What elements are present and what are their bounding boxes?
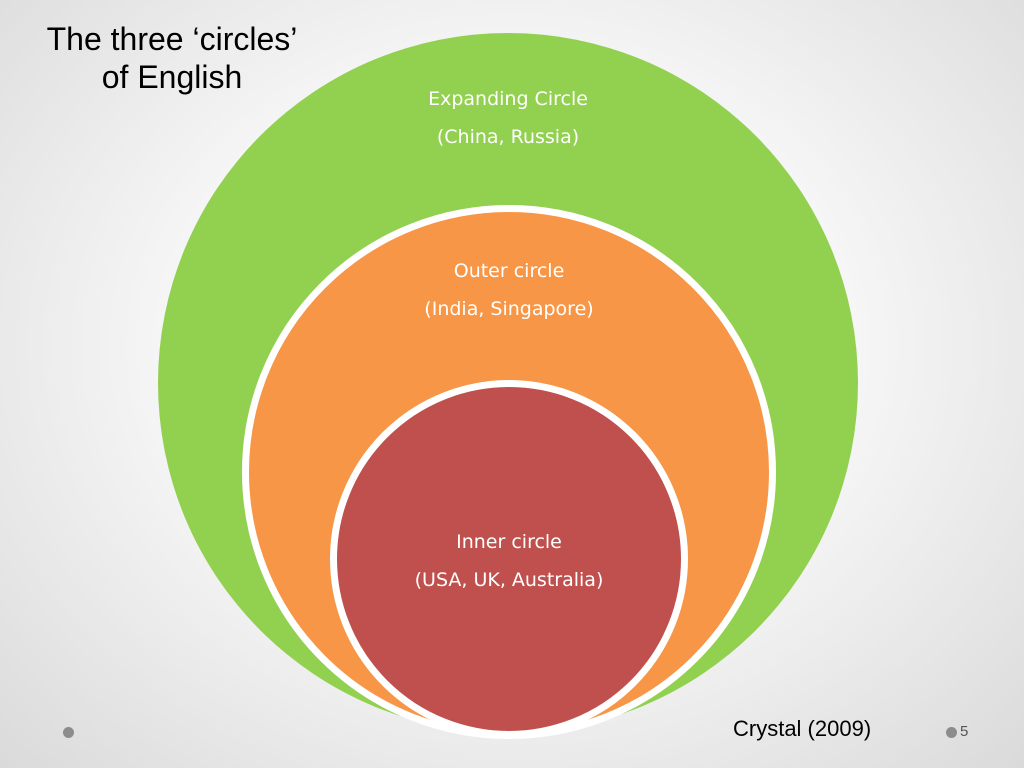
slide-title: The three ‘circles’ of English: [12, 20, 332, 96]
bullet-dot-icon: [63, 727, 74, 738]
slide-title-line-2: of English: [101, 59, 243, 95]
expanding-circle-examples: (China, Russia): [436, 126, 580, 148]
inner-circle-name: Inner circle: [456, 531, 562, 553]
outer-circle-examples: (India, Singapore): [424, 298, 594, 320]
expanding-circle-name: Expanding Circle: [428, 88, 588, 110]
inner-circle-examples: (USA, UK, Australia): [414, 569, 604, 591]
citation: Crystal (2009): [733, 716, 872, 741]
slide-title-line-1: The three ‘circles’: [46, 21, 298, 57]
bullet-dot-icon: [946, 727, 957, 738]
outer-circle-name: Outer circle: [453, 260, 565, 282]
inner-circle-label: Inner circle (USA, UK, Australia): [337, 523, 681, 599]
inner-circle: Inner circle (USA, UK, Australia): [330, 380, 688, 738]
outer-circle-label: Outer circle (India, Singapore): [249, 252, 769, 328]
slide-number: 5: [960, 723, 969, 740]
expanding-circle-label: Expanding Circle (China, Russia): [158, 80, 858, 156]
